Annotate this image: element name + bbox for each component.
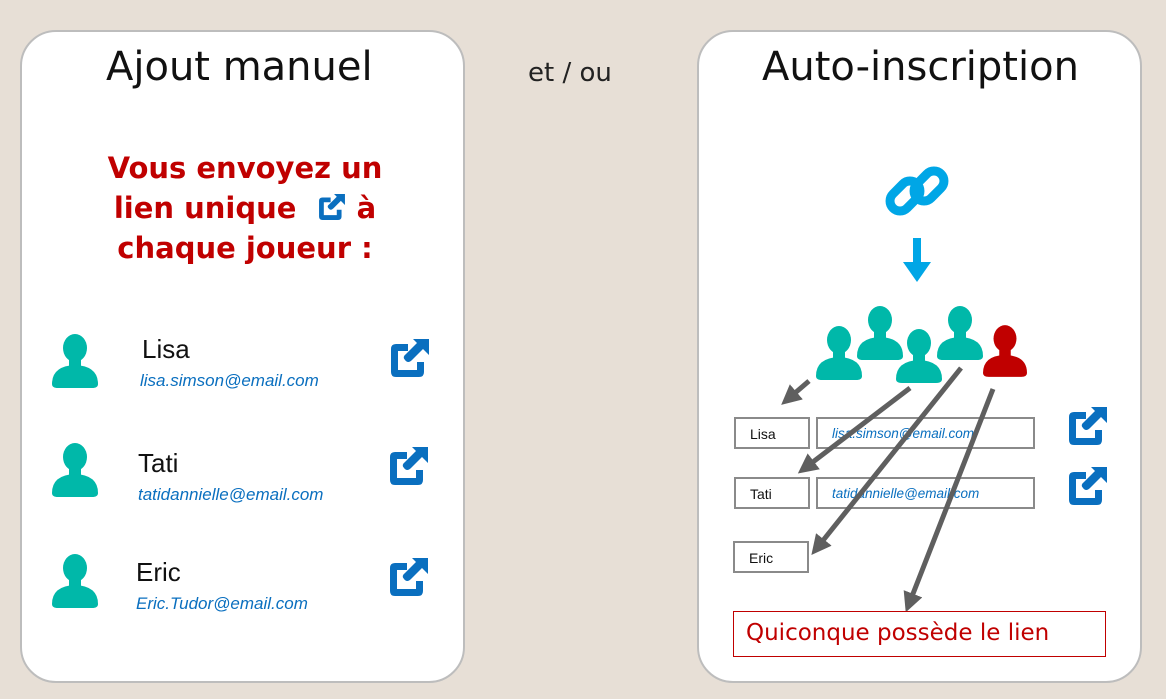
self-registration-title: Auto-inscription — [762, 44, 1079, 90]
player-email: tatidannielle@email.com — [138, 485, 324, 504]
person-icon — [896, 329, 942, 383]
external-link-icon[interactable] — [387, 444, 431, 488]
intro-text: Vous envoyez un lien unique à chaque jou… — [90, 148, 400, 268]
separator-text: et / ou — [528, 58, 612, 88]
link-chain-icon — [885, 166, 949, 216]
person-icon — [52, 443, 98, 497]
intro-end: à — [356, 191, 377, 225]
email-field: lisa.simson@email.com — [816, 417, 1035, 449]
external-link-icon[interactable] — [1066, 464, 1110, 508]
player-name: Tati — [138, 448, 179, 478]
person-icon — [937, 306, 983, 360]
external-link-icon[interactable] — [388, 336, 432, 380]
person-icon — [52, 554, 98, 608]
intro-line: Vous envoyez un lien unique — [107, 151, 383, 225]
player-email: Eric.Tudor@email.com — [136, 594, 308, 613]
person-icon — [816, 326, 862, 380]
external-link-icon — [317, 192, 347, 222]
name-field: Eric — [733, 541, 809, 573]
name-field: Tati — [734, 477, 810, 509]
down-arrow-icon — [903, 238, 931, 282]
player-email: lisa.simson@email.com — [140, 371, 319, 390]
anyone-with-link-box: Quiconque possède le lien — [733, 611, 1106, 657]
person-icon — [52, 334, 98, 388]
person-anonymous-icon — [983, 325, 1027, 377]
name-field: Lisa — [734, 417, 810, 449]
player-name: Lisa — [142, 334, 190, 364]
player-name: Eric — [136, 557, 181, 587]
external-link-icon[interactable] — [1066, 404, 1110, 448]
intro-line3: chaque joueur : — [117, 231, 373, 265]
manual-add-title: Ajout manuel — [106, 44, 373, 90]
external-link-icon[interactable] — [387, 555, 431, 599]
email-field: tatidannielle@email.com — [816, 477, 1035, 509]
